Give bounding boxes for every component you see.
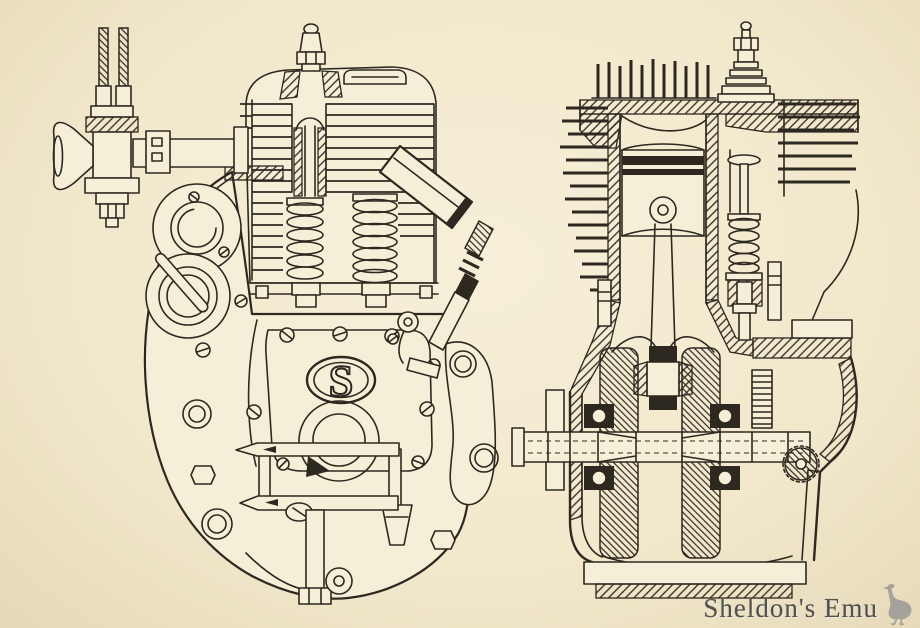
- knurled-ring: [85, 116, 139, 133]
- piston-and-rod: [621, 143, 705, 349]
- lever-handle: [154, 252, 209, 313]
- crankcase-section: [511, 336, 858, 599]
- timing-gear-bosses: [145, 183, 248, 339]
- carburettor: [52, 27, 140, 228]
- mounting-lugs: [182, 399, 456, 550]
- cover-screws: [195, 326, 441, 471]
- crankshaft: [521, 431, 811, 463]
- sectioned-inlet-valve: [293, 117, 327, 197]
- throttle-cable: [98, 27, 109, 87]
- air-cable: [118, 27, 129, 87]
- engine-side-view-figure: S: [52, 23, 499, 605]
- cylinder-block: [240, 23, 474, 308]
- maker-logo-oval: S: [305, 356, 377, 407]
- valve-and-spring: [725, 149, 763, 341]
- exhaust-port-stub: [378, 144, 474, 230]
- right-fins: [778, 102, 860, 184]
- valve-lifter-assembly: [387, 219, 499, 506]
- timing-gears: [751, 369, 820, 483]
- pump-control-linkage: [235, 400, 413, 605]
- cooling-fins-right-column: [326, 103, 434, 193]
- crankcase-logo-letter: S: [329, 357, 353, 406]
- lower-control-rod: [239, 495, 399, 511]
- watermark: Sheldon's Emu: [703, 582, 915, 626]
- timing-cover: [264, 329, 433, 472]
- braided-cable: [464, 219, 494, 258]
- intake-bellmouth: [52, 121, 94, 191]
- connecting-rod: [650, 223, 676, 349]
- inlet-manifold: [132, 126, 284, 181]
- cylinder-barrel-section: [560, 99, 860, 521]
- watermark-text: Sheldon's Emu: [703, 593, 878, 623]
- head-fins: [596, 59, 710, 98]
- spark-plug-side: [296, 23, 326, 72]
- valve-springs: [286, 193, 398, 284]
- crankcase-base: [583, 561, 807, 585]
- engine-section-view-figure: [511, 21, 860, 599]
- emu-icon: [883, 583, 912, 626]
- spark-plug-section: [717, 21, 775, 103]
- left-fins: [560, 106, 608, 292]
- pump-plunger: [305, 509, 325, 591]
- upper-control-rod: [235, 442, 400, 457]
- crankcase: S: [143, 170, 472, 605]
